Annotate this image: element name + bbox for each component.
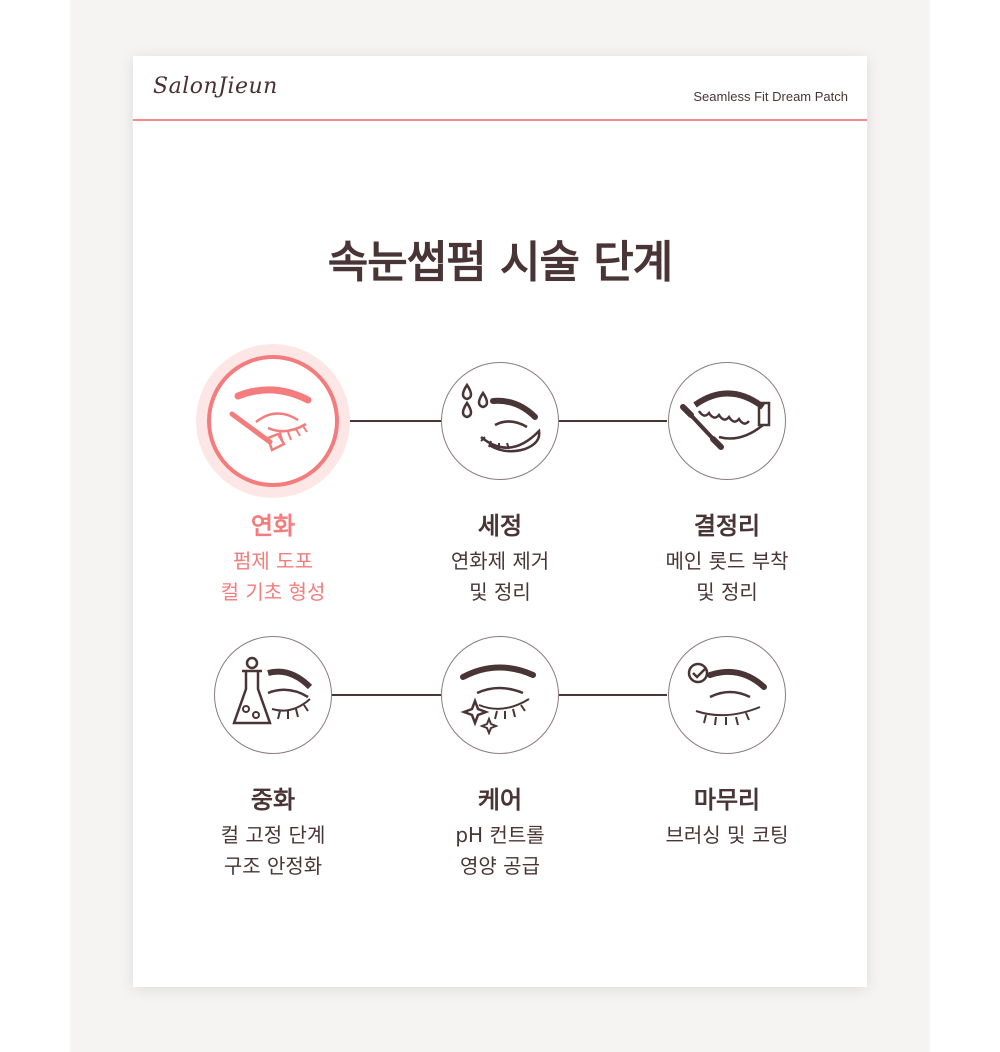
step-desc-line: 컬 고정 단계 — [220, 823, 326, 847]
connector-line — [332, 694, 441, 696]
page-title: 속눈썹펌 시술 단계 — [327, 237, 673, 288]
step-desc-line: 컬 기초 형성 — [220, 580, 326, 604]
step-desc-line: 영양 공급 — [460, 854, 540, 878]
brow-brush-eye-icon — [229, 386, 312, 452]
content-card: SalonJieun Seamless Fit Dream Patch 속눈썹펌… — [133, 56, 867, 987]
connector-line — [345, 420, 441, 422]
step-desc-line: pH 컨트롤 — [455, 823, 545, 847]
step-icon-circle — [441, 362, 559, 480]
step-label: 마무리 — [693, 786, 761, 814]
step-label: 결정리 — [693, 512, 761, 540]
header: SalonJieun Seamless Fit Dream Patch — [133, 56, 867, 121]
product-name: Seamless Fit Dream Patch — [693, 89, 848, 104]
flask-eye-icon — [232, 656, 313, 725]
connector-line — [559, 694, 667, 696]
step-icon-circle — [441, 636, 559, 754]
step-label: 연화 — [250, 512, 296, 540]
step-desc-line: 및 정리 — [696, 580, 758, 604]
step-icon-circle — [207, 355, 339, 487]
check-eye-icon — [687, 662, 767, 726]
step-desc-line: 연화제 제거 — [450, 549, 550, 573]
step-label: 케어 — [477, 786, 523, 814]
step-desc-line: 구조 안정화 — [223, 854, 323, 878]
step-desc-line: 펌제 도포 — [233, 549, 313, 573]
step-desc-line: 메인 롯드 부착 — [665, 549, 789, 573]
step-label: 중화 — [250, 786, 296, 814]
droplets-eye-patch-icon — [461, 382, 541, 453]
sparkle-eye-icon — [460, 664, 536, 735]
step-label: 세정 — [477, 512, 523, 540]
rod-applicator-eye-icon — [680, 390, 771, 450]
brand-logo: SalonJieun — [153, 74, 278, 99]
step-icon-circle — [668, 636, 786, 754]
step-icon-circle — [668, 362, 786, 480]
step-desc-line: 및 정리 — [469, 580, 531, 604]
step-desc-line: 브러싱 및 코팅 — [665, 823, 789, 847]
step-icon-circle — [214, 636, 332, 754]
connector-line — [559, 420, 667, 422]
